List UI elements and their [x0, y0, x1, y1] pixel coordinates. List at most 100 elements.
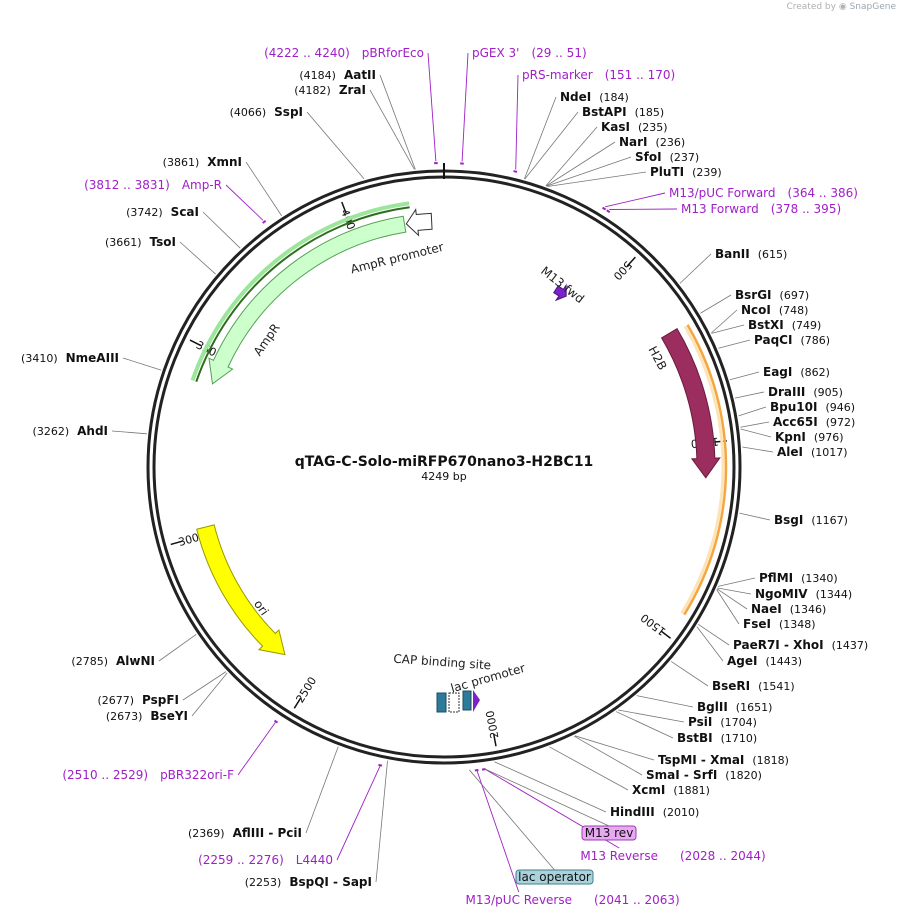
enzyme-name: AgeI	[727, 654, 757, 668]
enzyme-name: BstBI	[677, 731, 713, 745]
primer-mark-amp-r	[262, 220, 267, 224]
primer-site-m13-puc-forward: M13/pUC Forward(364 .. 386)	[669, 186, 858, 200]
enzyme-leader-line	[546, 141, 616, 187]
enzyme-site-xmni: XmnI(3861)	[163, 155, 242, 169]
enzyme-name: AatII	[344, 68, 376, 82]
enzyme-leader-line	[716, 589, 740, 625]
tick-mark	[626, 256, 636, 267]
primer-name: L4440	[296, 853, 333, 867]
ampr-arrow	[208, 215, 407, 385]
enzyme-name: BglII	[697, 700, 728, 714]
enzyme-site-draiii: DraIII(905)	[768, 385, 843, 399]
enzyme-position: (3861)	[163, 156, 200, 169]
enzyme-site-bstbi: BstBI(1710)	[677, 731, 757, 745]
primer-name: pGEX 3'	[472, 46, 519, 60]
enzyme-name: NaeI	[751, 602, 782, 616]
enzyme-leader-line	[494, 761, 607, 813]
primer-site-amp-r: Amp-R(3812 .. 3831)	[84, 178, 222, 192]
enzyme-name: AleI	[777, 445, 803, 459]
enzyme-site-bseri: BseRI(1541)	[712, 679, 795, 693]
enzyme-position: (184)	[599, 91, 629, 104]
primer-leader-line	[515, 74, 519, 170]
enzyme-site-pluti: PluTI(239)	[650, 165, 722, 179]
enzyme-position: (1541)	[758, 680, 795, 693]
enzyme-name: AlwNI	[116, 654, 155, 668]
enzyme-position: (185)	[635, 106, 665, 119]
enzyme-name: TspMI - XmaI	[658, 753, 744, 767]
primer-range: (2510 .. 2529)	[62, 768, 148, 782]
enzyme-name: AflIII - PciI	[233, 826, 302, 840]
tick-mark	[660, 630, 671, 639]
enzyme-position: (236)	[656, 136, 686, 149]
feature-box-label: lac operator	[518, 870, 591, 884]
primer-site-m13-forward: M13 Forward (378 .. 395)	[681, 202, 841, 216]
enzyme-position: (2010)	[663, 806, 700, 819]
enzyme-site-sfoi: SfoI(237)	[635, 150, 699, 164]
enzyme-position: (2253)	[245, 876, 282, 889]
enzyme-name: NcoI	[741, 303, 771, 317]
enzyme-position: (1348)	[779, 618, 816, 631]
enzyme-name: NmeAIII	[66, 351, 119, 365]
ampr-promoter-label: AmpR promoter	[349, 240, 445, 277]
enzyme-leader-line	[734, 391, 765, 399]
enzyme-leader-line	[718, 339, 751, 349]
enzyme-name: PspFI	[142, 693, 179, 707]
enzyme-name: AhdI	[77, 424, 108, 438]
enzyme-position: (2369)	[188, 827, 225, 840]
enzyme-leader-line	[549, 746, 629, 791]
enzyme-name: EagI	[763, 365, 792, 379]
enzyme-name: XcmI	[632, 783, 665, 797]
feature-box-rect	[581, 825, 637, 841]
enzyme-position: (239)	[692, 166, 722, 179]
orange-feature-glow	[680, 325, 725, 614]
enzyme-name: BspQI - SapI	[289, 875, 372, 889]
enzyme-site-kasi: KasI(235)	[601, 120, 668, 134]
h2b-arrow	[660, 327, 721, 479]
primer-name: M13 Reverse	[580, 849, 658, 863]
enzyme-site-acc65i: Acc65I(972)	[773, 415, 855, 429]
enzyme-position: (697)	[780, 289, 810, 302]
enzyme-site-ndei: NdeI(184)	[560, 90, 629, 104]
enzyme-leader-line	[182, 671, 227, 701]
primer-site-m13-puc-reverse: M13/pUC Reverse(2041 .. 2063)	[466, 893, 680, 907]
enzyme-leader-line	[202, 211, 241, 249]
primer-range: (2259 .. 2276)	[198, 853, 284, 867]
primer-range: (378 .. 395)	[771, 202, 841, 216]
h2b-label: H2B	[646, 344, 670, 373]
plasmid-name: qTAG-C-Solo-miRFP670nano3-H2BC11	[295, 454, 594, 470]
enzyme-site-bstapi: BstAPI(185)	[582, 105, 664, 119]
enzyme-leader-line	[158, 634, 197, 662]
enzyme-site-tspmi-xmai: TspMI - XmaI(1818)	[658, 753, 789, 767]
enzyme-site-naei: NaeI(1346)	[751, 602, 826, 616]
tick-mark	[170, 540, 183, 546]
enzyme-site-ncoi: NcoI(748)	[741, 303, 808, 317]
enzyme-name: NarI	[619, 135, 648, 149]
ampr-label: AmpR	[251, 321, 283, 358]
enzyme-name: BsrGI	[735, 288, 772, 302]
lac-promoter-box	[448, 692, 460, 713]
enzyme-name: SspI	[274, 105, 303, 119]
enzyme-leader-line	[375, 760, 388, 883]
enzyme-site-bpu10i: Bpu10I(946)	[770, 400, 855, 414]
enzyme-site-ngomiv: NgoMIV(1344)	[755, 587, 852, 601]
site-labels: AatII(4184)ZraI(4182)SspI(4066)XmnI(3861…	[21, 46, 868, 907]
enzyme-site-tsoi: TsoI(3661)	[105, 235, 176, 249]
enzyme-position: (1443)	[765, 655, 802, 668]
primer-mark-l4440	[378, 763, 383, 767]
primer-leader-line	[605, 192, 666, 208]
enzyme-position: (4066)	[230, 106, 267, 119]
enzyme-leader-line	[573, 735, 643, 776]
enzyme-leader-line	[739, 512, 771, 521]
primer-name: M13 Forward	[681, 202, 759, 216]
primer-site-pbrforeco: pBRforEco(4222 .. 4240)	[264, 46, 424, 60]
enzyme-leader-line	[122, 357, 162, 371]
enzyme-position: (1344)	[816, 588, 853, 601]
feature-box-lac-operator: lac operator	[515, 869, 594, 885]
enzyme-leader-line	[738, 406, 767, 417]
cap-site-box	[436, 692, 447, 713]
enzyme-site-pflmi: PflMI(1340)	[759, 571, 838, 585]
enzyme-name: ScaI	[171, 205, 199, 219]
enzyme-name: BsgI	[774, 513, 803, 527]
enzyme-leader-line	[524, 111, 579, 180]
primer-leader-line	[427, 52, 437, 162]
